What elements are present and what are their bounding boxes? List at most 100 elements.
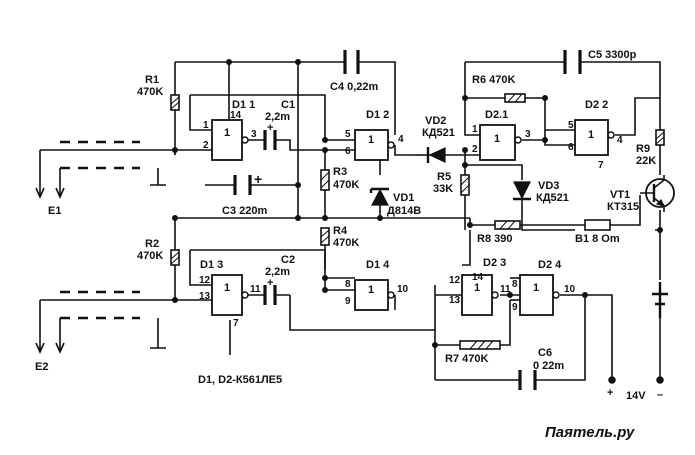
- gate-d2-1: [479, 124, 522, 161]
- power-voltage: 14V: [626, 390, 646, 402]
- r2-ref: R2: [145, 238, 159, 250]
- d14-label: D1 4: [366, 259, 390, 271]
- r9-ref: R9: [636, 143, 650, 155]
- c2-value: 2,2m: [265, 266, 290, 278]
- d21-pin-1: 1: [472, 124, 478, 135]
- resistor-r3: [320, 169, 330, 191]
- r6-label: R6 470K: [472, 74, 515, 86]
- c6-ref: C6: [538, 347, 552, 359]
- c4-label: C4 0,22m: [330, 81, 379, 93]
- transistor-vt1: [640, 175, 675, 212]
- r4-value: 470K: [333, 237, 359, 249]
- resistor-r2: [170, 249, 180, 266]
- r7-label: R7 470K: [445, 353, 488, 365]
- gate-d1-3: [211, 274, 249, 316]
- d11-symbol: 1: [224, 127, 230, 139]
- gate-d1-4: [354, 279, 395, 311]
- d23-label: D2 3: [483, 257, 506, 269]
- d22-pin-6: 6: [568, 142, 574, 153]
- d12-label: D1 2: [366, 109, 389, 121]
- d23-pin-11: 11: [500, 284, 511, 295]
- input-e2: [35, 290, 166, 354]
- capacitor-c2: [263, 285, 277, 305]
- d13-pin-11: 11: [250, 284, 261, 295]
- power-plus: +: [607, 387, 613, 399]
- vt1-value: КТ315: [607, 201, 639, 213]
- r5-ref: R5: [437, 171, 451, 183]
- d24-label: D2 4: [538, 259, 562, 271]
- d11-pin-14: 14: [230, 110, 242, 121]
- d13-pin-7: 7: [233, 318, 239, 329]
- input-e1: [35, 140, 166, 199]
- capacitor-c4: [343, 50, 360, 74]
- resistor-r7: [459, 340, 501, 350]
- d24-pin-10: 10: [564, 284, 576, 295]
- d23-symbol: 1: [474, 282, 480, 294]
- capacitor-c6: [518, 370, 537, 390]
- d13-pin-13: 13: [199, 291, 211, 302]
- diode-vd3: [513, 181, 531, 201]
- e2-label: E2: [35, 361, 48, 373]
- resistor-r8: [494, 220, 521, 230]
- vd1-ref: VD1: [393, 192, 414, 204]
- r1-value: 470K: [137, 86, 163, 98]
- c3-label: C3 220m: [222, 205, 267, 217]
- d13-pin-12: 12: [199, 275, 211, 286]
- d21-symbol: 1: [494, 133, 500, 145]
- gate-d2-2: [574, 119, 615, 156]
- d11-pin-3: 3: [251, 129, 257, 140]
- ic-caption: D1, D2-К561ЛЕ5: [198, 374, 282, 386]
- resistor-r9: [655, 129, 665, 146]
- r3-value: 470K: [333, 179, 359, 191]
- gate-d1-2: [354, 129, 395, 161]
- d22-pin-5: 5: [568, 120, 574, 131]
- c3-plus: +: [254, 171, 262, 187]
- r5-value: 33K: [433, 183, 453, 195]
- c5-label: C5 3300p: [588, 49, 637, 61]
- r3-ref: R3: [333, 166, 347, 178]
- watermark: Паяmель.ру: [545, 424, 635, 441]
- e1-label: E1: [48, 205, 61, 217]
- battery-symbol: [652, 292, 668, 306]
- r2-value: 470K: [137, 250, 163, 262]
- d14-pin-9: 9: [345, 296, 351, 307]
- c1-value: 2,2m: [265, 111, 290, 123]
- d12-pin-4: 4: [398, 134, 404, 145]
- wires: [40, 61, 661, 381]
- d22-symbol: 1: [588, 129, 594, 141]
- d13-symbol: 1: [224, 282, 230, 294]
- d12-symbol: 1: [368, 134, 374, 146]
- resistor-r4: [320, 227, 330, 246]
- diode-vd2: [415, 147, 446, 163]
- d14-pin-10: 10: [397, 284, 409, 295]
- b1-label: B1 8 Om: [575, 233, 620, 245]
- vd2-ref: VD2: [425, 115, 446, 127]
- gate-d1-1: [211, 119, 249, 161]
- d23-pin-14: 14: [472, 272, 484, 283]
- resistor-r5: [460, 174, 470, 196]
- r8-label: R8 390: [477, 233, 512, 245]
- d22-pin-7: 7: [598, 160, 604, 171]
- d12-pin-6: 6: [345, 146, 351, 157]
- speaker-b1: [584, 219, 611, 231]
- vd3-value: КД521: [536, 192, 569, 204]
- capacitor-c1: [263, 130, 277, 150]
- zener-vd1: [369, 187, 389, 206]
- d11-pin-2: 2: [203, 140, 209, 151]
- d21-pin-3: 3: [525, 129, 531, 140]
- d21-label: D2.1: [485, 109, 508, 121]
- d24-pin-9: 9: [512, 302, 518, 313]
- d21-pin-2: 2: [472, 144, 478, 155]
- d24-pin-8: 8: [512, 279, 518, 290]
- r9-value: 22K: [636, 155, 656, 167]
- resistor-r1: [170, 94, 180, 111]
- d11-label: D1 1: [232, 99, 255, 111]
- c2-ref: C2: [281, 254, 295, 266]
- c1-ref: C1: [281, 99, 295, 111]
- d24-symbol: 1: [533, 282, 539, 294]
- junctions: [172, 59, 664, 384]
- d11-pin-1: 1: [203, 120, 209, 131]
- d12-pin-5: 5: [345, 129, 351, 140]
- d22-label: D2 2: [585, 99, 608, 111]
